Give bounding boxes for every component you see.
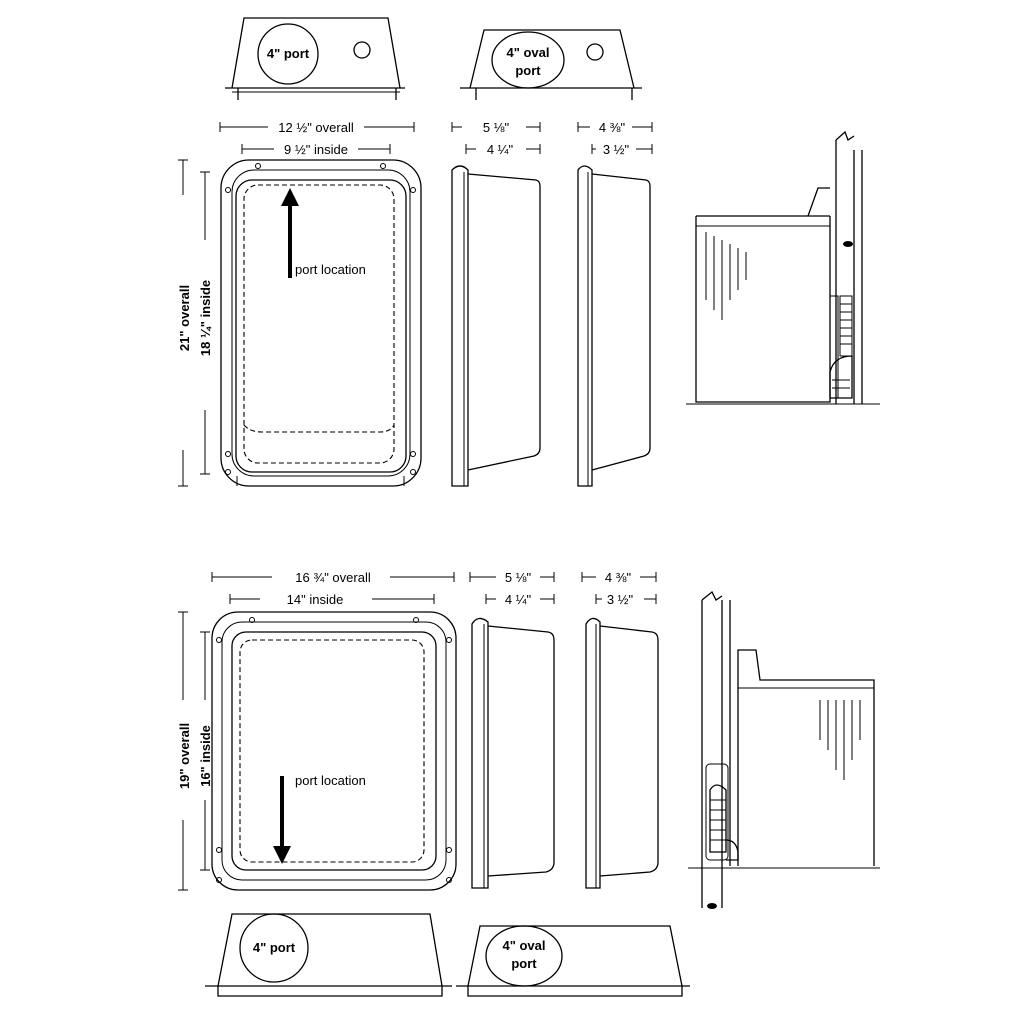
bottom-port-location: port location xyxy=(273,773,366,864)
top-front-panel xyxy=(220,159,422,487)
bottom-front-panel xyxy=(211,611,457,891)
bottom-side-view-1: 5 ⅛" 4 ¼" xyxy=(469,570,555,889)
bottom-side-view-2: 4 ⅜" 3 ½" xyxy=(581,570,659,889)
bottom-washer-scene xyxy=(688,590,880,909)
dryer-vent-hose-icon xyxy=(829,295,853,399)
arrow-down-icon xyxy=(273,846,291,864)
top-oval-port-view: 4" oval port xyxy=(460,29,642,100)
top-side1-overall: 5 ⅛" xyxy=(483,120,510,135)
top-height-overall: 21" overall xyxy=(177,285,192,351)
top-height-dimensions: 21" overall 18 ¼" inside xyxy=(177,159,213,487)
bottom-side2-inside: 3 ½" xyxy=(607,592,634,607)
bottom-side2-overall: 4 ⅜" xyxy=(605,570,632,585)
arrow-up-icon xyxy=(281,188,299,206)
top-port-location: port location xyxy=(281,188,366,278)
top-oval-label-2: port xyxy=(515,63,541,78)
top-side-view-1: 5 ⅛" 4 ¼" xyxy=(451,120,541,487)
top-port-label: 4" port xyxy=(267,46,310,61)
bottom-width-inside: 14" inside xyxy=(287,592,344,607)
top-side2-overall: 4 ⅜" xyxy=(599,120,626,135)
top-washer-scene xyxy=(686,130,880,405)
bottom-port-label: 4" port xyxy=(253,940,296,955)
top-width-dimensions: 12 ½" overall 9 ½" inside xyxy=(219,120,415,157)
bottom-oval-label-2: port xyxy=(511,956,537,971)
bottom-height-dimensions: 19" overall 16" inside xyxy=(177,611,213,891)
top-width-inside: 9 ½" inside xyxy=(284,142,348,157)
bottom-side1-overall: 5 ⅛" xyxy=(505,570,532,585)
bottom-side1-inside: 4 ¼" xyxy=(505,592,532,607)
top-oval-label-1: 4" oval xyxy=(506,45,549,60)
top-port-view: 4" port xyxy=(225,17,405,100)
bottom-oval-label-1: 4" oval xyxy=(502,938,545,953)
bottom-height-overall: 19" overall xyxy=(177,723,192,789)
top-height-inside: 18 ¼" inside xyxy=(198,280,213,356)
bottom-oval-port-view: 4" oval port xyxy=(456,925,690,997)
bottom-port-location-label: port location xyxy=(295,773,366,788)
bottom-width-dimensions: 16 ¾" overall 14" inside xyxy=(211,570,455,607)
top-width-overall: 12 ½" overall xyxy=(278,120,354,135)
washer-icon xyxy=(686,187,880,405)
bottom-width-overall: 16 ¾" overall xyxy=(295,570,371,585)
bottom-height-inside: 16" inside xyxy=(198,725,213,787)
top-side-view-2: 4 ⅜" 3 ½" xyxy=(577,120,653,487)
top-port-location-label: port location xyxy=(295,262,366,277)
washer-icon xyxy=(688,649,880,869)
top-side1-inside-text: 4 ¼" xyxy=(487,142,514,157)
bottom-port-view: 4" port xyxy=(205,913,452,997)
top-side2-inside: 3 ½" xyxy=(603,142,630,157)
dryer-vent-hose-icon xyxy=(705,763,739,861)
